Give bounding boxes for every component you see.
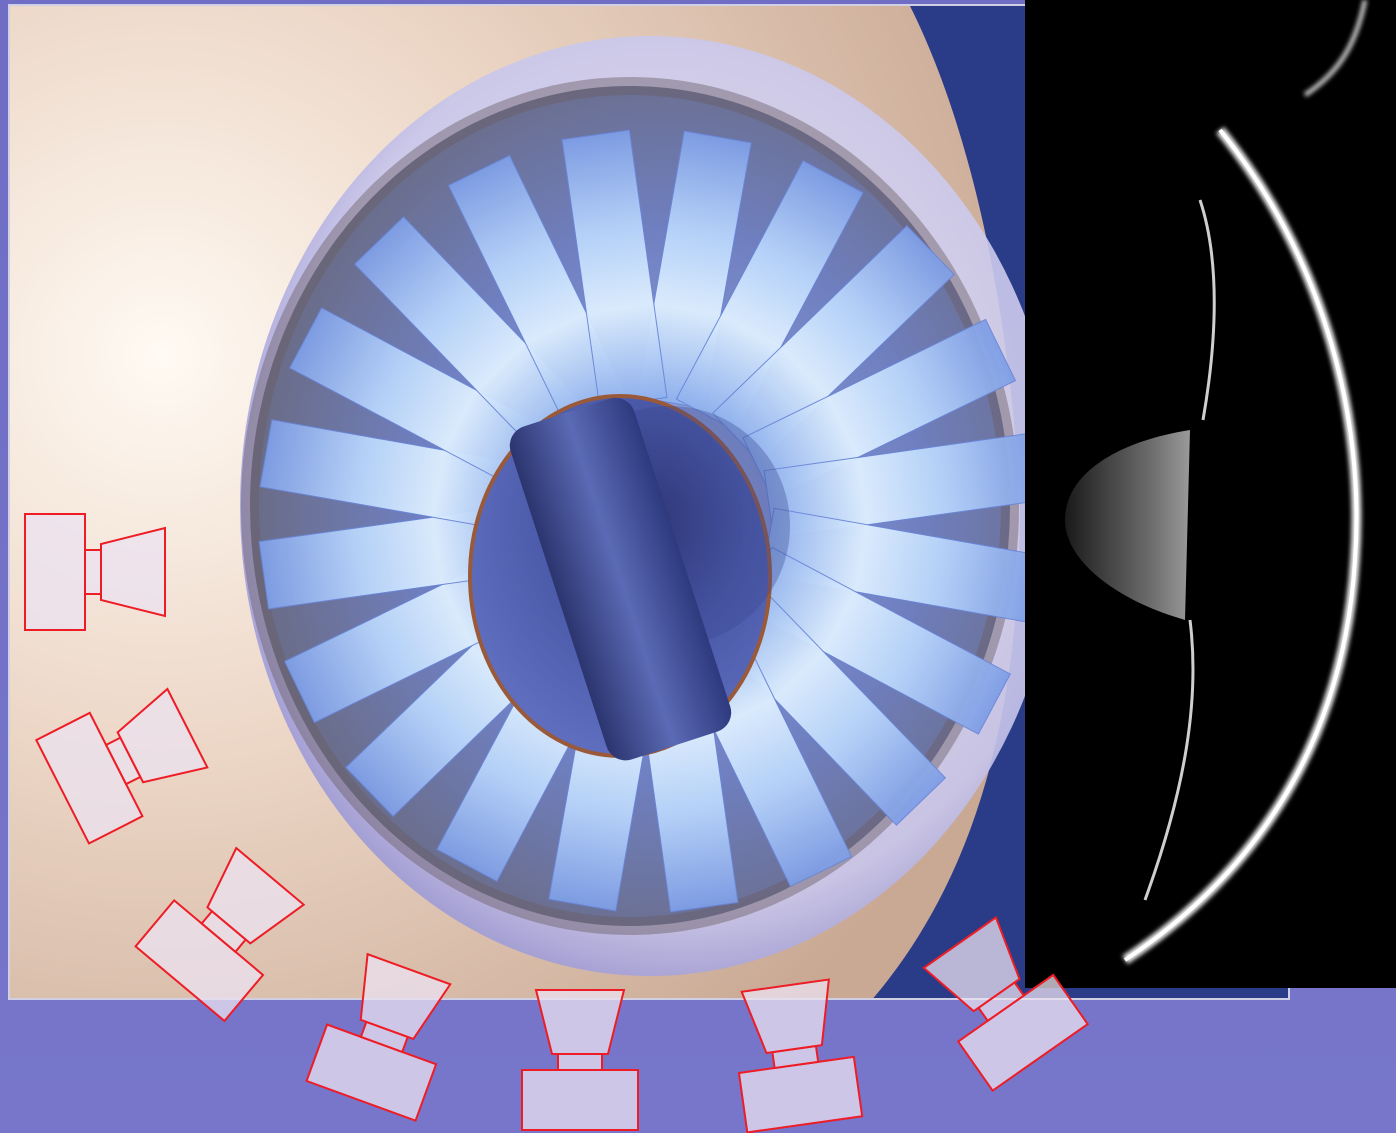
camera-icon xyxy=(25,514,165,630)
camera-icon xyxy=(912,909,1087,1090)
camera-icon xyxy=(522,990,638,1130)
camera-icon xyxy=(307,949,464,1120)
camera-icon xyxy=(728,978,862,1133)
camera-icon xyxy=(136,839,315,1021)
camera-icon xyxy=(36,677,213,844)
